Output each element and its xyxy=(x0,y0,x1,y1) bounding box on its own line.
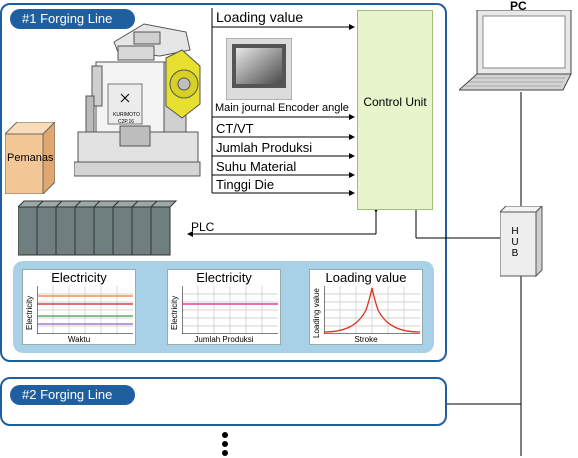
plc-module xyxy=(150,206,171,256)
chart-2-xlabel: Jumlah Produksi xyxy=(194,335,254,344)
forging-line-2-title: #2 Forging Line xyxy=(10,385,135,405)
forging-press-machine xyxy=(74,23,201,177)
charts-panel: Electricity Electricity Waktu Electricit… xyxy=(13,261,434,353)
plc-module xyxy=(18,206,38,256)
chart-loading-stroke: Loading value Loading value Stroke xyxy=(309,269,423,345)
heater-box xyxy=(5,122,55,194)
signal-suhu-material: Suhu Material xyxy=(216,159,297,174)
signal-ct-vt: CT/VT xyxy=(216,121,254,136)
hub-box xyxy=(500,206,543,278)
plc-module xyxy=(36,206,57,256)
forging-line-1-title: #1 Forging Line xyxy=(10,9,135,29)
encoder-monitor-icon xyxy=(226,38,292,100)
chart-electricity-time: Electricity Electricity Waktu xyxy=(22,269,136,345)
signal-jumlah-produksi: Jumlah Produksi xyxy=(216,140,313,155)
control-unit-box: Control Unit xyxy=(357,10,433,210)
chart-1-xlabel: Waktu xyxy=(67,335,91,344)
plc-module xyxy=(74,206,95,256)
chart-3-curve xyxy=(324,287,420,333)
plc-module xyxy=(131,206,152,256)
chart-3-title: Loading value xyxy=(325,270,407,285)
chart-2-ylabel: Electricity xyxy=(170,295,179,330)
hub-label: HUB xyxy=(511,226,519,259)
heater-label: Pemanas xyxy=(7,152,54,164)
plc-rack xyxy=(18,200,178,256)
press-model-label: C2P.16 xyxy=(118,119,135,125)
chart-1-ylabel: Electricity xyxy=(25,295,34,330)
plc-module xyxy=(112,206,133,256)
chart-1-title: Electricity xyxy=(51,270,107,285)
chart-3-xlabel: Stroke xyxy=(354,335,378,344)
chart-2-title: Electricity xyxy=(196,270,252,285)
chart-electricity-production: Electricity Electricity Jumlah Produksi xyxy=(167,269,281,345)
press-maker-label: KURIMOTO xyxy=(113,112,140,118)
control-unit-label: Control Unit xyxy=(363,95,427,109)
plc-module xyxy=(93,206,114,256)
plc-module xyxy=(55,206,76,256)
chart-3-ylabel: Loading value xyxy=(312,288,321,338)
signal-loading-value: Loading value xyxy=(216,9,304,25)
plc-label: PLC xyxy=(191,220,215,234)
laptop-icon xyxy=(459,10,572,91)
signal-encoder-angle: Main journal Encoder angle xyxy=(215,102,349,114)
signal-tinggi-die: Tinggi Die xyxy=(216,177,275,192)
